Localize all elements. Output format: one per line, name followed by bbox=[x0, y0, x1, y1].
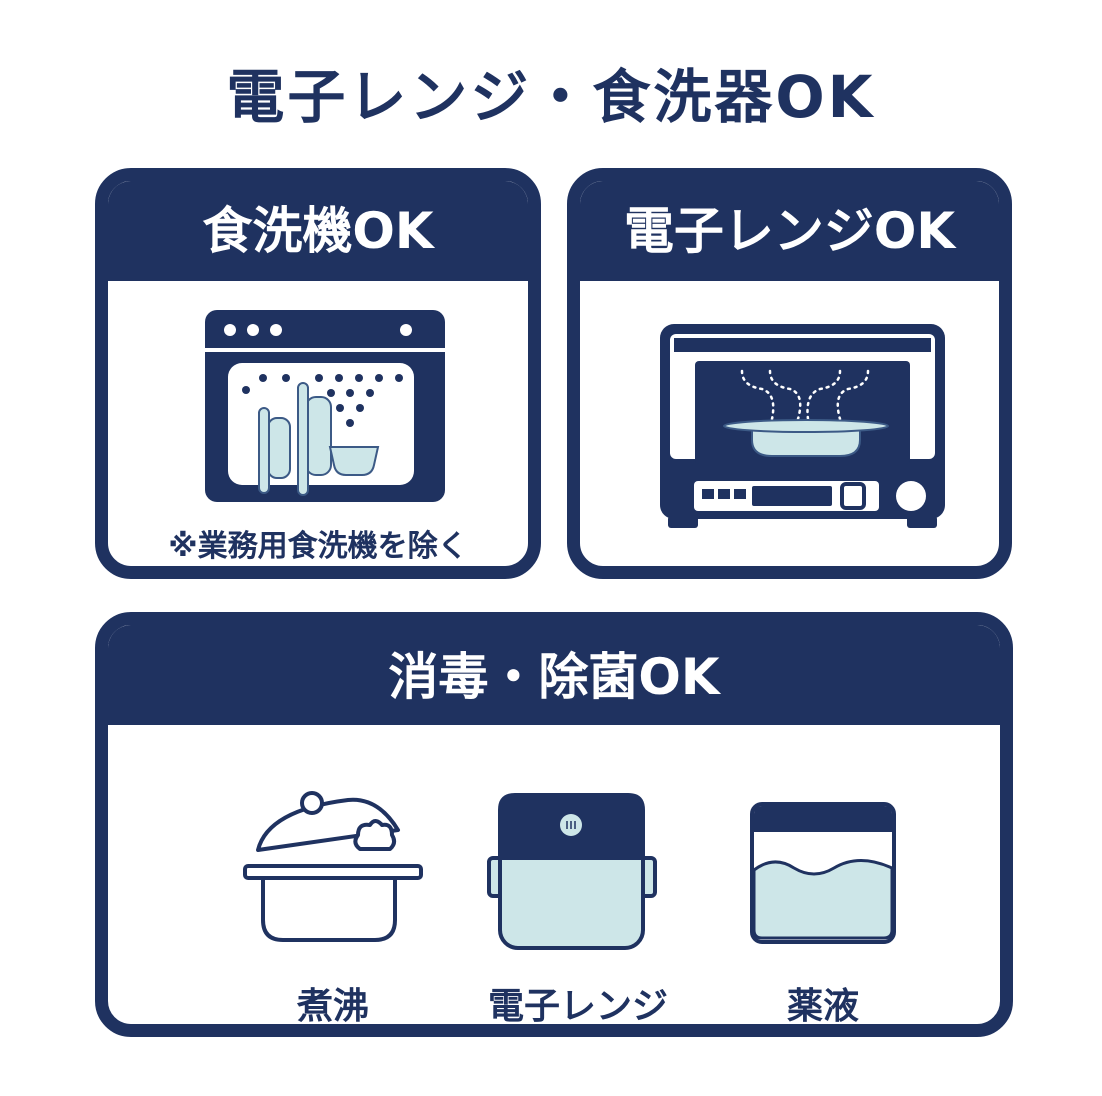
dishwasher-note: ※業務用食洗機を除く bbox=[168, 529, 468, 564]
sterilization-heading: 消毒・除菌OK bbox=[108, 625, 1000, 725]
dishwasher-icon bbox=[205, 310, 445, 502]
microwave-oven-icon bbox=[660, 324, 945, 528]
dishwasher-ok-card: 食洗機OK ※業務用食洗機を除く bbox=[95, 168, 541, 579]
chemical-solution-icon bbox=[750, 802, 896, 944]
microwave-ok-card: 電子レンジOK bbox=[567, 168, 1012, 579]
method-label-boiling: 煮沸 bbox=[296, 986, 369, 1027]
method-label-chemical: 薬液 bbox=[786, 986, 859, 1027]
microwave-container-icon bbox=[487, 793, 657, 950]
page-title: 電子レンジ・食洗器OK bbox=[226, 63, 876, 131]
boiling-pot-icon bbox=[243, 791, 423, 942]
dishwasher-heading: 食洗機OK bbox=[108, 181, 528, 281]
sterilization-ok-card: 消毒・除菌OK 煮沸 電子レンジ 薬液 bbox=[95, 612, 1013, 1037]
microwave-heading: 電子レンジOK bbox=[580, 181, 999, 281]
method-label-microwave: 電子レンジ bbox=[487, 986, 668, 1027]
